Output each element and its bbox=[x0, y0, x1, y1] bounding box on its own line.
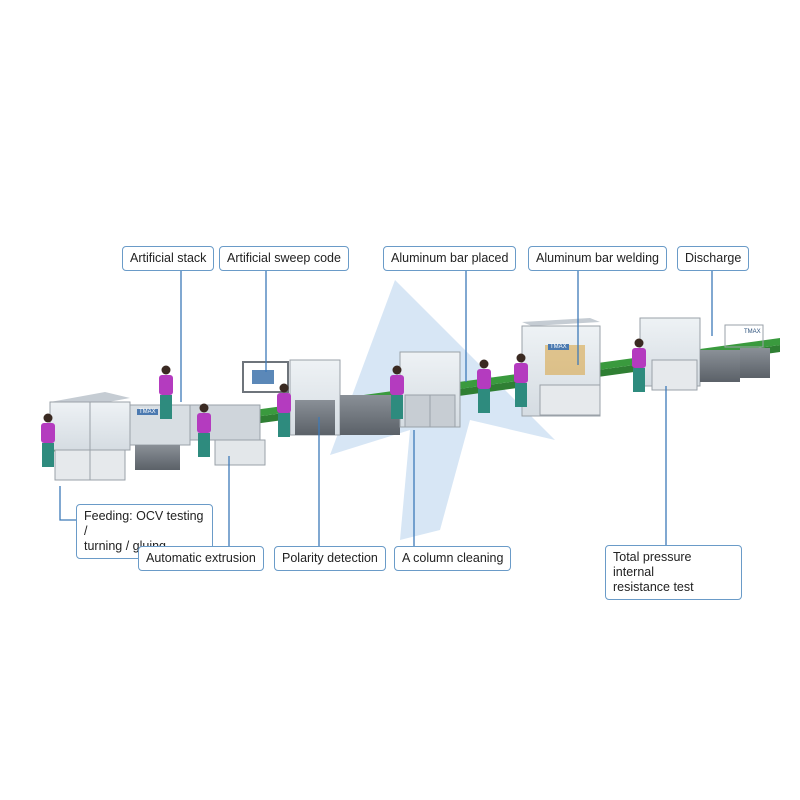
label-artificial-stack: Artificial stack bbox=[122, 246, 215, 271]
feeding-station bbox=[49, 392, 131, 481]
discharge-station bbox=[700, 324, 770, 382]
leader-lines bbox=[59, 270, 713, 546]
label-polarity-detection: Polarity detection bbox=[274, 546, 386, 571]
aluminum-welding-station bbox=[521, 318, 601, 417]
leader-feeding bbox=[59, 486, 78, 521]
label-pressure-line1: Total pressure internal bbox=[613, 550, 692, 579]
polarity-station bbox=[340, 395, 400, 435]
sweep-code-station bbox=[242, 359, 341, 436]
label-pressure-test: Total pressure internal resistance test bbox=[605, 545, 742, 600]
label-column-cleaning: A column cleaning bbox=[394, 546, 512, 571]
label-automatic-extrusion: Automatic extrusion bbox=[138, 546, 264, 571]
label-aluminum-bar-placed: Aluminum bar placed bbox=[383, 246, 517, 271]
aluminum-placement-station bbox=[399, 351, 461, 428]
operator-figure bbox=[514, 353, 528, 407]
label-discharge: Discharge bbox=[677, 246, 750, 271]
machine-brand-tag-2: TMAX bbox=[548, 344, 569, 350]
operator-figure bbox=[41, 413, 55, 467]
operator-figure bbox=[277, 383, 291, 437]
operator-figure bbox=[390, 365, 404, 419]
label-pressure-line2: resistance test bbox=[613, 580, 694, 594]
operator-figure bbox=[159, 365, 173, 419]
operator-figure bbox=[477, 359, 491, 413]
operator-figure bbox=[197, 403, 211, 457]
label-artificial-sweep-code: Artificial sweep code bbox=[219, 246, 349, 271]
operators bbox=[41, 338, 646, 467]
machine-brand-tag-3: TMAX bbox=[744, 329, 761, 335]
operator-figure bbox=[632, 338, 646, 392]
machine-brand-tag-1: TMAX bbox=[137, 409, 158, 415]
pressure-test-station bbox=[639, 317, 701, 391]
label-feeding-line1: Feeding: OCV testing / bbox=[84, 509, 204, 538]
label-aluminum-bar-welding: Aluminum bar welding bbox=[528, 246, 667, 271]
